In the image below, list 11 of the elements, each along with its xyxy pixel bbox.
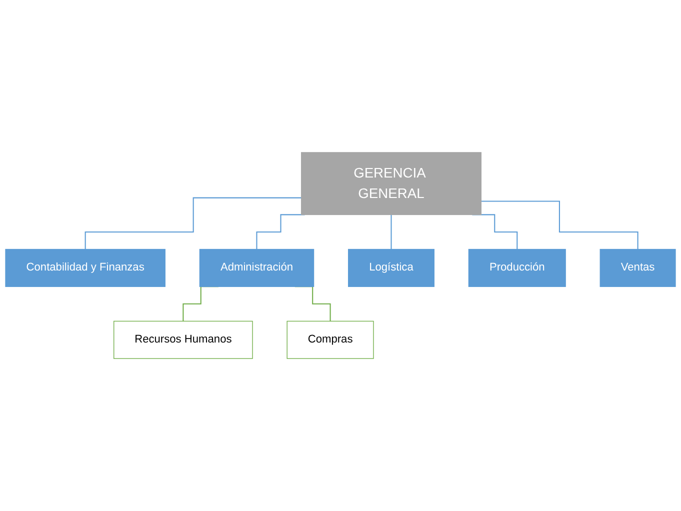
node-box: Ventas	[600, 248, 676, 287]
node-box: GERENCIA GENERAL	[300, 152, 482, 216]
connector	[481, 200, 638, 250]
node-box: Administración	[199, 248, 314, 287]
connector	[390, 214, 392, 250]
node-box: Logística	[348, 248, 434, 287]
connector	[84, 197, 302, 250]
node-box: Producción	[468, 248, 566, 287]
node-box: Compras	[286, 320, 374, 359]
node-box: Recursos Humanos	[114, 320, 253, 359]
node-box: Contabilidad y Finanzas	[5, 248, 166, 287]
